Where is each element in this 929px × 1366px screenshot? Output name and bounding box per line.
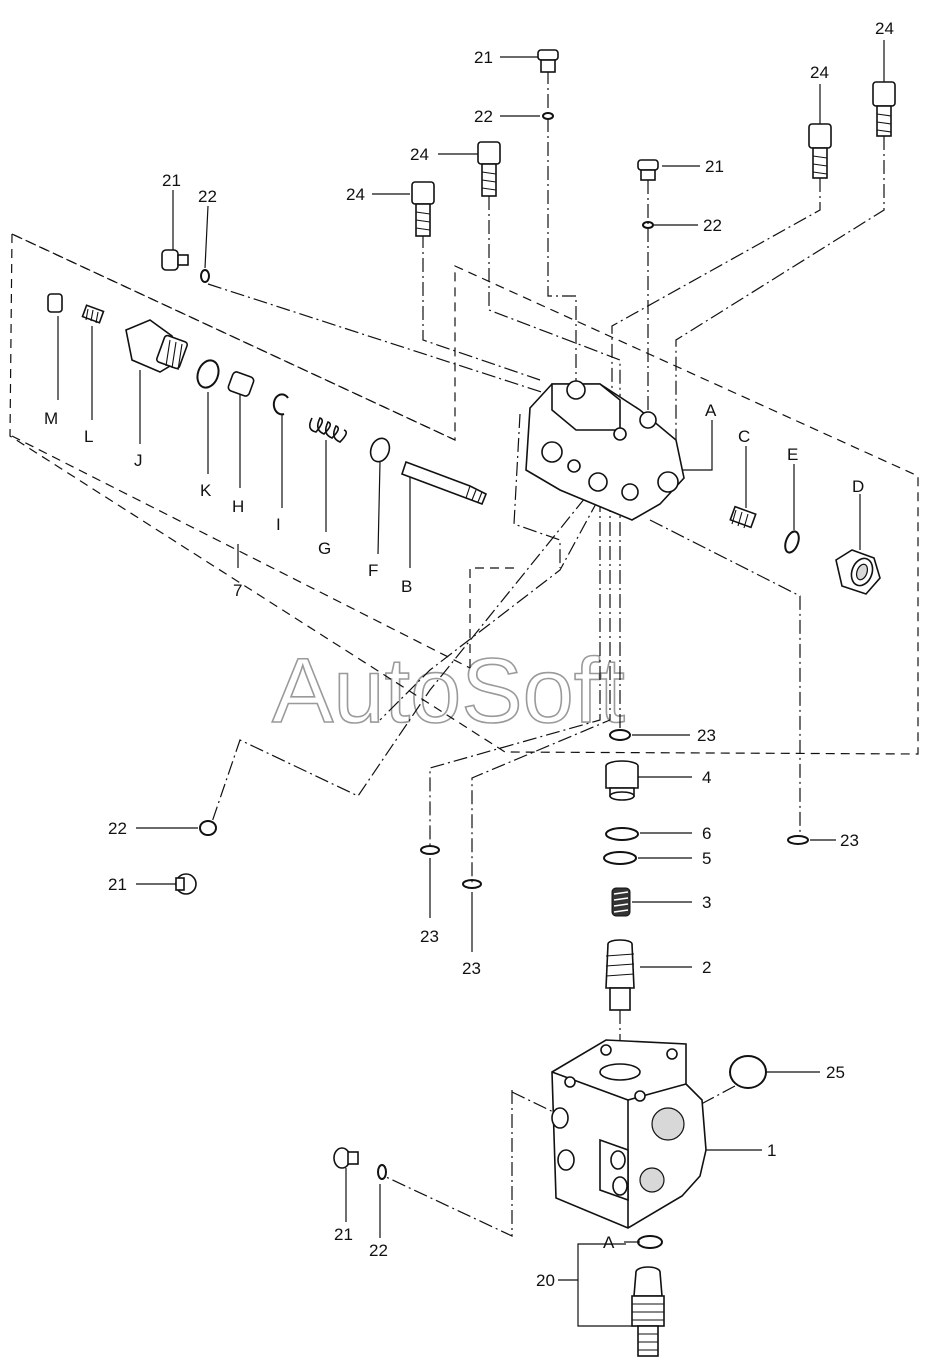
backup-ring-6 bbox=[605, 827, 639, 841]
label-C: C bbox=[738, 427, 750, 446]
o-ring-25 bbox=[729, 1055, 767, 1089]
label-H: H bbox=[232, 497, 244, 516]
label-23-right: 23 bbox=[840, 831, 859, 850]
o-ring-22-bottom bbox=[377, 1164, 387, 1180]
label-A-top: A bbox=[705, 401, 717, 420]
label-22-mid: 22 bbox=[703, 216, 722, 235]
label-24-d: 24 bbox=[875, 19, 894, 38]
label-23-a: 23 bbox=[697, 726, 716, 745]
label-24-c: 24 bbox=[810, 63, 829, 82]
piston-4 bbox=[605, 760, 639, 801]
o-ring-22-mid bbox=[642, 221, 654, 229]
o-ring-23-right bbox=[787, 835, 809, 845]
o-ring-22-top bbox=[542, 112, 554, 120]
o-ring-5 bbox=[603, 851, 637, 865]
o-ring-23-top bbox=[609, 729, 631, 741]
plug-21-lower bbox=[175, 873, 197, 895]
label-B: B bbox=[401, 577, 412, 596]
bolt-24-a bbox=[477, 141, 501, 197]
plug-21-bottom bbox=[333, 1147, 359, 1169]
plug-C bbox=[729, 505, 757, 529]
leader-lines bbox=[57, 40, 885, 1327]
label-6: 6 bbox=[702, 824, 711, 843]
bolt-24-b bbox=[411, 181, 435, 237]
valve-body-7 bbox=[525, 380, 685, 521]
cartridge-20 bbox=[631, 1266, 665, 1357]
seat-H bbox=[227, 371, 255, 397]
valve-2 bbox=[605, 939, 635, 1011]
o-ring-E bbox=[784, 530, 800, 554]
center-lines bbox=[207, 70, 885, 1237]
o-ring-23-left-b bbox=[462, 879, 482, 889]
label-23-left-a: 23 bbox=[420, 927, 439, 946]
label-M: M bbox=[44, 409, 58, 428]
label-D: D bbox=[852, 477, 864, 496]
label-24-a: 24 bbox=[410, 145, 429, 164]
label-E: E bbox=[787, 445, 798, 464]
label-20: 20 bbox=[536, 1271, 555, 1290]
bolt-24-d bbox=[872, 81, 896, 137]
label-3: 3 bbox=[702, 893, 711, 912]
o-ring-K bbox=[196, 359, 220, 389]
label-L: L bbox=[84, 427, 93, 446]
label-22-top: 22 bbox=[474, 107, 493, 126]
label-22-lower: 22 bbox=[108, 819, 127, 838]
plug-21-top bbox=[537, 49, 559, 73]
label-21-mid: 21 bbox=[705, 157, 724, 176]
label-J: J bbox=[134, 451, 143, 470]
snap-ring-I bbox=[272, 393, 289, 416]
label-I: I bbox=[276, 515, 281, 534]
spring-G bbox=[308, 417, 348, 443]
plug-21-mid bbox=[637, 159, 659, 181]
label-F: F bbox=[368, 561, 378, 580]
o-ring-22-left bbox=[200, 269, 210, 283]
spring-3 bbox=[611, 887, 631, 917]
label-22-bottom: 22 bbox=[369, 1241, 388, 1260]
label-7: 7 bbox=[233, 581, 242, 600]
label-G: G bbox=[318, 539, 331, 558]
subassembly-7-outline bbox=[9, 233, 919, 755]
label-A-bottom: A bbox=[603, 1233, 615, 1252]
o-ring-23-left-a bbox=[420, 845, 440, 855]
label-5: 5 bbox=[702, 849, 711, 868]
plug-M bbox=[47, 293, 63, 313]
label-23-left-b: 23 bbox=[462, 959, 481, 978]
label-21-left: 21 bbox=[162, 171, 181, 190]
plug-21-left bbox=[161, 249, 189, 271]
callout-labels: 21 22 24 24 24 24 21 22 21 22 M L J K H … bbox=[44, 19, 894, 1290]
label-2: 2 bbox=[702, 958, 711, 977]
label-24-b: 24 bbox=[346, 185, 365, 204]
label-21-bottom: 21 bbox=[334, 1225, 353, 1244]
label-4: 4 bbox=[702, 768, 711, 787]
o-ring-22-lower bbox=[199, 820, 217, 836]
cap-J bbox=[125, 319, 189, 373]
bolt-24-c bbox=[808, 123, 832, 179]
label-1: 1 bbox=[767, 1141, 776, 1160]
main-block-1 bbox=[551, 1039, 707, 1229]
o-ring-A-bottom bbox=[637, 1235, 663, 1249]
label-K: K bbox=[200, 481, 212, 500]
washer-F bbox=[369, 437, 391, 463]
label-22-left: 22 bbox=[198, 187, 217, 206]
spool-B bbox=[400, 460, 488, 506]
label-21-top: 21 bbox=[474, 48, 493, 67]
plug-D bbox=[835, 549, 881, 595]
label-21-lower: 21 bbox=[108, 875, 127, 894]
label-25: 25 bbox=[826, 1063, 845, 1082]
set-screw-L bbox=[81, 304, 105, 324]
